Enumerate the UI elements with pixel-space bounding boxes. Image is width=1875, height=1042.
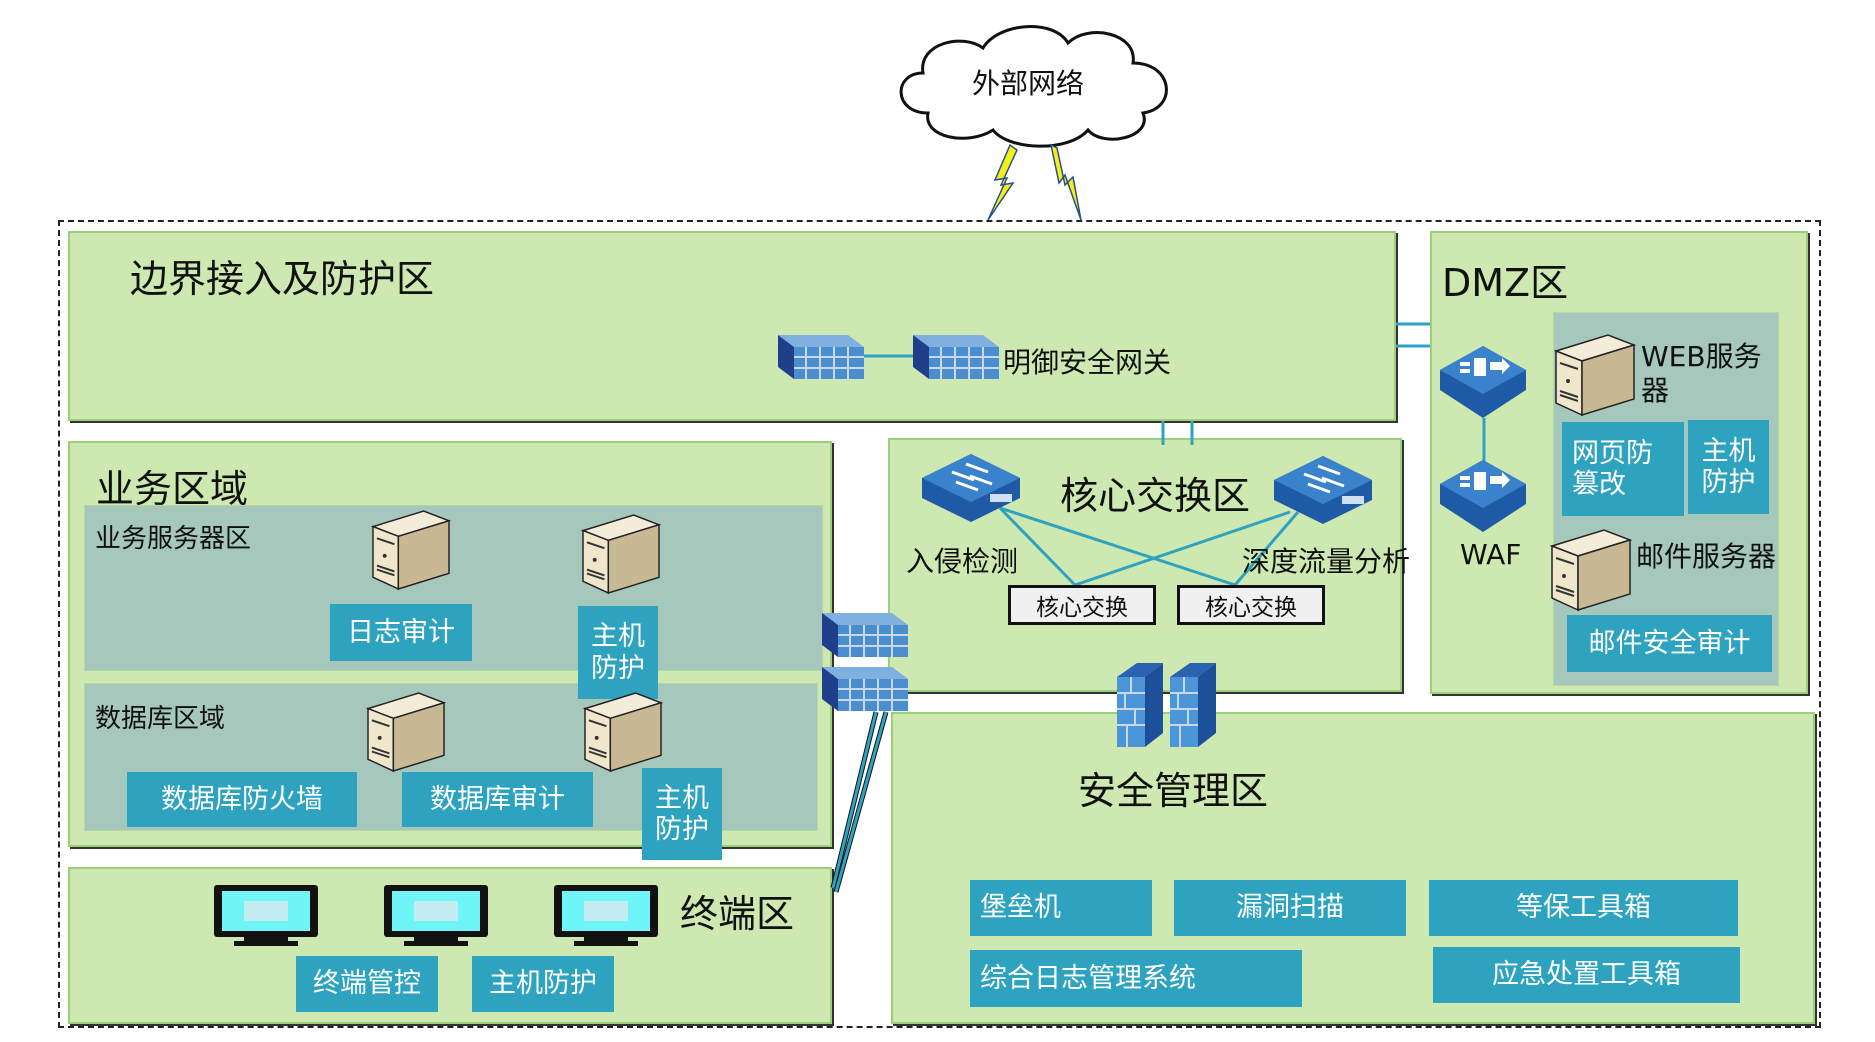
compliance-toolkit: 等保工具箱 bbox=[1429, 880, 1738, 936]
server-icon bbox=[370, 510, 452, 591]
server-area-title: 业务服务器区 bbox=[95, 524, 252, 554]
emergency-response-toolkit: 应急处置工具箱 bbox=[1433, 947, 1740, 1003]
firewall-icon bbox=[778, 335, 864, 379]
core-switch-1: 核心交换 bbox=[1008, 585, 1156, 625]
firewall-icon bbox=[822, 667, 908, 711]
monitor-icon bbox=[214, 885, 318, 946]
business-zone-title: 业务区域 bbox=[96, 467, 249, 511]
gateway-label: 明御安全网关 bbox=[1003, 346, 1172, 379]
database-server-icon bbox=[365, 692, 447, 773]
dpi-switch-icon bbox=[1274, 456, 1372, 524]
database-area-title: 数据库区域 bbox=[95, 704, 226, 734]
web-tamper-protection: 网页防篡改 bbox=[1562, 422, 1684, 516]
firewall-icon bbox=[822, 613, 908, 657]
server-icon bbox=[580, 514, 662, 595]
ids-label: 入侵检测 bbox=[906, 545, 1019, 578]
mail-server-label: 邮件服务器 bbox=[1636, 540, 1777, 573]
ids-switch-icon bbox=[922, 454, 1020, 522]
bastion-host: 堡垒机 bbox=[970, 880, 1152, 936]
web-server-label-text: WEB服务器 bbox=[1641, 340, 1762, 407]
firewall-tower-icon bbox=[1170, 663, 1216, 747]
dmz-zone-title: DMZ区 bbox=[1442, 261, 1569, 305]
core-zone-title: 核心交换区 bbox=[1060, 474, 1251, 518]
server-host-protection: 主机防护 bbox=[578, 606, 658, 699]
web-tamper-label: 网页防篡改 bbox=[1572, 437, 1653, 500]
external-network-label: 外部网络 bbox=[972, 67, 1085, 100]
security-zone-title: 安全管理区 bbox=[1078, 769, 1269, 813]
database-host-protection-label: 主机防护 bbox=[655, 782, 709, 845]
database-audit: 数据库审计 bbox=[402, 772, 593, 827]
border-access-zone bbox=[68, 231, 1396, 421]
vulnerability-scan: 漏洞扫描 bbox=[1174, 880, 1406, 936]
web-server-icon bbox=[1553, 334, 1637, 417]
core-switch-2: 核心交换 bbox=[1177, 585, 1325, 625]
terminal-control: 终端管控 bbox=[296, 956, 438, 1012]
network-boundary bbox=[58, 220, 1821, 1028]
web-host-protection-label: 主机防护 bbox=[1701, 435, 1756, 498]
waf-icon bbox=[1440, 460, 1526, 532]
lightning-bolt-icon bbox=[1049, 143, 1082, 221]
waf-icon bbox=[1440, 346, 1526, 418]
monitor-icon bbox=[384, 885, 488, 946]
border-zone-title: 边界接入及防护区 bbox=[130, 257, 435, 301]
external-network-cloud-icon bbox=[899, 25, 1168, 148]
dpi-label: 深度流量分析 bbox=[1242, 545, 1411, 578]
firewall-icon bbox=[913, 335, 999, 379]
lightning-bolt-icon bbox=[987, 143, 1018, 221]
monitor-icon bbox=[554, 885, 658, 946]
firewall-tower-icon bbox=[1117, 663, 1163, 747]
server-host-protection-label: 主机防护 bbox=[591, 621, 645, 684]
mail-security-audit: 邮件安全审计 bbox=[1567, 615, 1772, 672]
terminal-host-protection: 主机防护 bbox=[472, 956, 614, 1012]
mail-server-icon bbox=[1549, 529, 1633, 612]
terminal-zone-title: 终端区 bbox=[680, 892, 795, 936]
database-firewall: 数据库防火墙 bbox=[127, 772, 357, 827]
waf-label: WAF bbox=[1460, 538, 1522, 571]
log-management-system: 综合日志管理系统 bbox=[970, 950, 1302, 1007]
log-audit: 日志审计 bbox=[330, 604, 472, 661]
web-host-protection: 主机防护 bbox=[1688, 420, 1769, 514]
web-server-label: WEB服务器 bbox=[1641, 340, 1771, 407]
database-host-protection: 主机防护 bbox=[642, 768, 722, 860]
database-server-icon bbox=[582, 692, 664, 773]
